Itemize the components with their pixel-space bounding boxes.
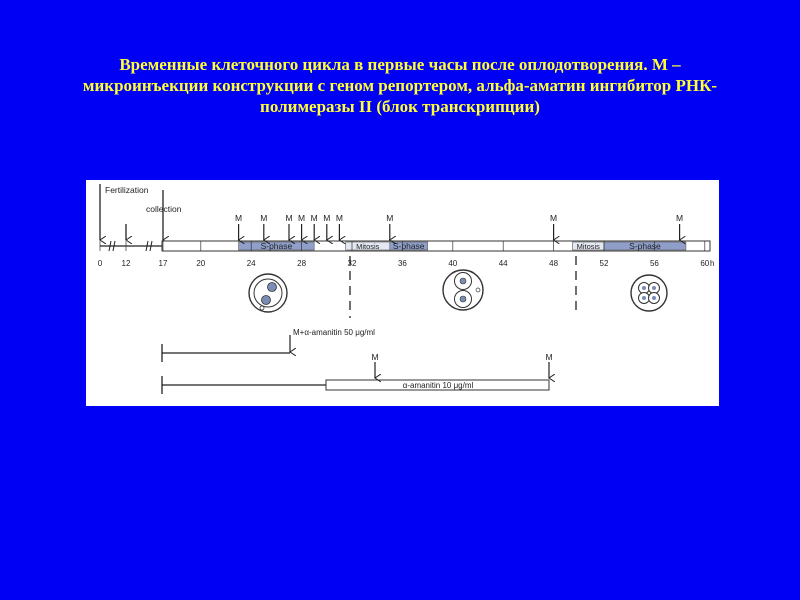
microinjection-label: M bbox=[285, 213, 292, 223]
tick-label: 40 bbox=[448, 259, 457, 268]
phase-label: S-phase bbox=[393, 241, 425, 251]
treatment-label: α-amanitin 10 μg/ml bbox=[403, 381, 474, 390]
treatment-amanitin-50: M+α-amanitin 50 μg/ml bbox=[162, 328, 375, 362]
microinjection-label: M bbox=[386, 213, 393, 223]
tick-label: 17 bbox=[159, 259, 168, 268]
phase-label: S-phase bbox=[261, 241, 293, 251]
tick-label: 60 bbox=[700, 259, 709, 268]
tick-label: 28 bbox=[297, 259, 306, 268]
collection-label: collection bbox=[146, 204, 182, 214]
tick-label: 44 bbox=[499, 259, 508, 268]
microinjection-label: M bbox=[336, 213, 343, 223]
injection-label: M bbox=[545, 352, 552, 362]
injection-label: M bbox=[371, 352, 378, 362]
tick-label: 20 bbox=[196, 259, 205, 268]
microinjection-label: M bbox=[235, 213, 242, 223]
phase-label: Mitosis bbox=[356, 242, 380, 251]
phase-label: Mitosis bbox=[577, 242, 601, 251]
microinjection-label: M bbox=[676, 213, 683, 223]
microinjection-label: M bbox=[298, 213, 305, 223]
microinjection-label: M bbox=[260, 213, 267, 223]
hours-unit-label: h bbox=[710, 259, 714, 268]
treatment-amanitin-10: α-amanitin 10 μg/ml M M bbox=[162, 352, 553, 394]
embryo-2-cell bbox=[443, 270, 483, 310]
phase-label: S-phase bbox=[629, 241, 661, 251]
timeline-diagram: Fertilization collection S-phase Mitosis S… bbox=[86, 180, 719, 406]
treatment-label: M+α-amanitin 50 μg/ml bbox=[293, 328, 375, 337]
tick-label: 32 bbox=[348, 259, 357, 268]
cell-cycle-figure: Fertilization collection S-phase Mitosis S… bbox=[86, 180, 719, 406]
tick-label: 12 bbox=[122, 259, 131, 268]
microinjection-label: M bbox=[311, 213, 318, 223]
slide-title: Временные клеточного цикла в первые часы… bbox=[60, 54, 740, 117]
tick-label: 48 bbox=[549, 259, 558, 268]
microinjection-label: M bbox=[323, 213, 330, 223]
microinjection-label: M bbox=[550, 213, 557, 223]
tick-label: 52 bbox=[600, 259, 609, 268]
tick-label: 56 bbox=[650, 259, 659, 268]
tick-label: 36 bbox=[398, 259, 407, 268]
tick-label: 24 bbox=[247, 259, 256, 268]
fertilization-label: Fertilization bbox=[105, 185, 149, 195]
embryo-1-cell bbox=[249, 274, 287, 312]
embryo-4-cell bbox=[631, 275, 667, 311]
tick-label: 0 bbox=[98, 259, 103, 268]
